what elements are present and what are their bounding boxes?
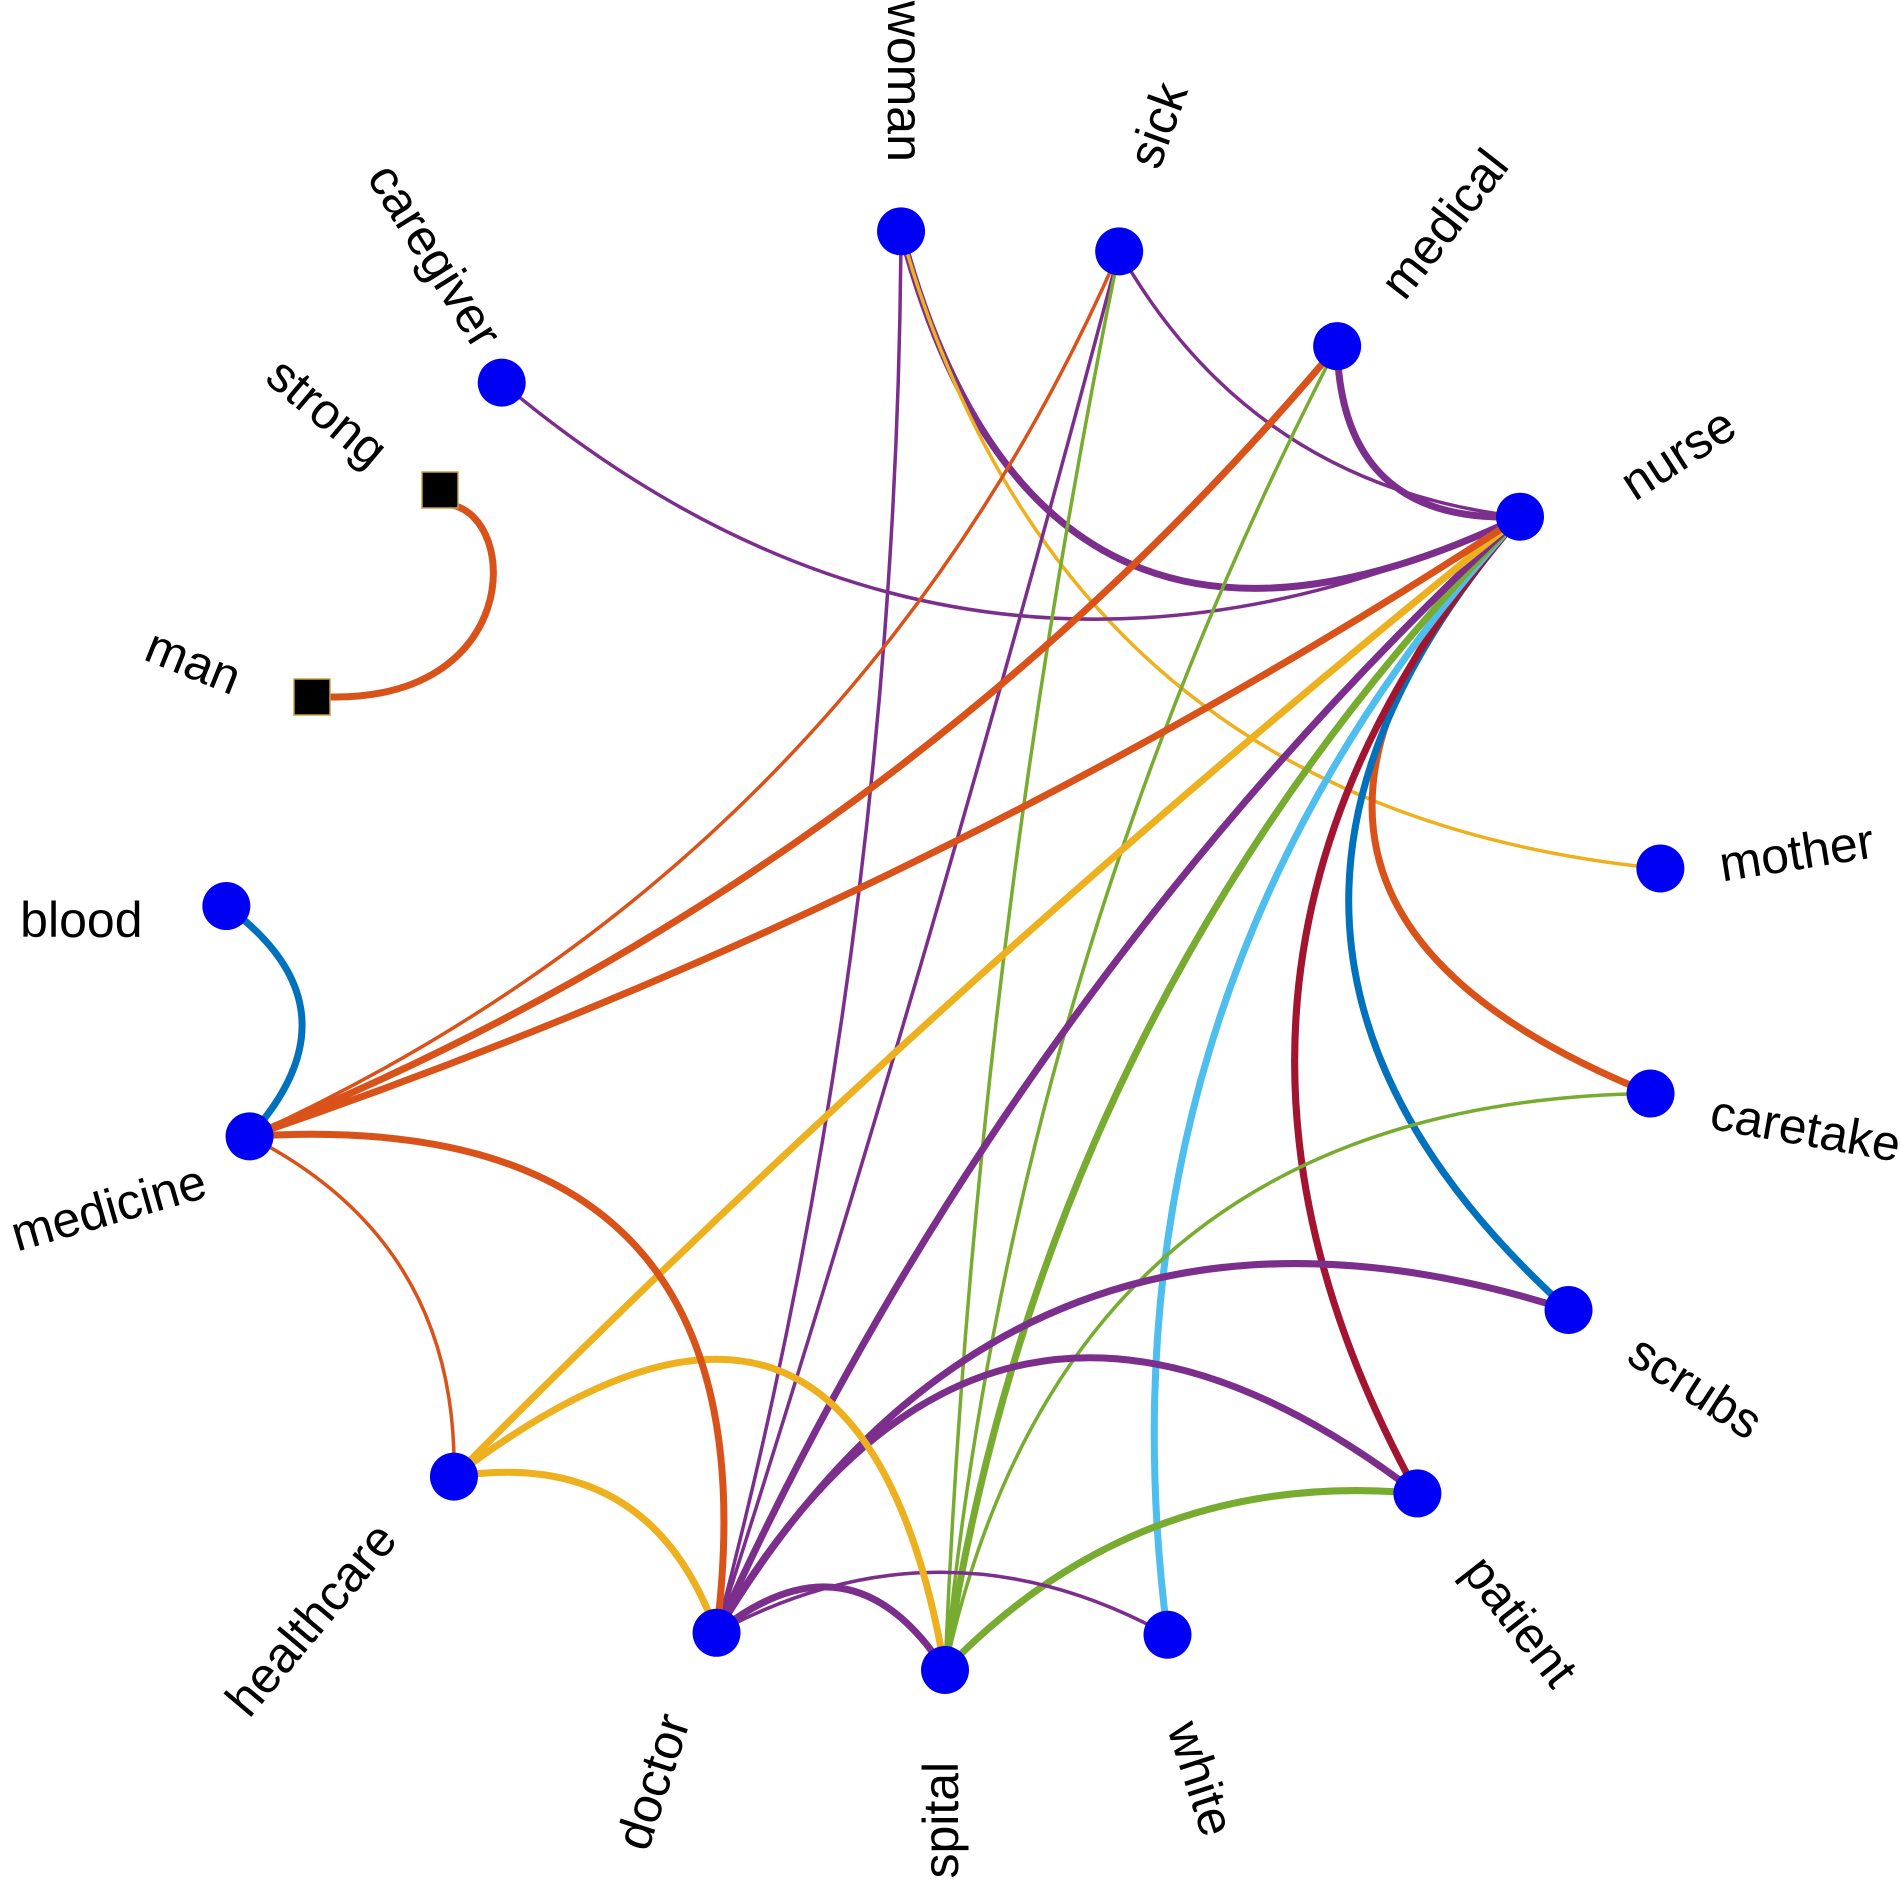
edge-nurse-hospital	[941, 513, 1524, 1674]
edge-nurse-doctor	[713, 513, 1524, 1637]
edge-doctor-healthcare	[450, 1468, 720, 1637]
edge-nurse-patient	[1291, 513, 1524, 1497]
edge-white-doctor	[714, 1570, 1170, 1637]
node-mother	[1636, 844, 1685, 893]
label-nurse: nurse	[1610, 396, 1745, 511]
node-blood	[202, 882, 251, 931]
node-medicine	[225, 1112, 274, 1161]
node-hospital	[921, 1646, 969, 1694]
edge-man-strong	[326, 501, 497, 701]
node-medical	[1313, 322, 1362, 371]
label-white: white	[1156, 1713, 1246, 1842]
edge-sick-medicine	[247, 249, 1121, 1139]
edge-sick-doctor	[714, 249, 1121, 1635]
edge-medical-medicine	[246, 342, 1341, 1140]
node-sick	[1095, 227, 1144, 276]
edge-nurse-medicine	[246, 513, 1524, 1140]
node-doctor	[692, 1608, 741, 1657]
edge-medical-hospital	[943, 344, 1339, 1672]
label-scrubs: scrubs	[1619, 1323, 1773, 1450]
label-patient: patient	[1452, 1545, 1589, 1698]
edge-sick-nurse	[1117, 249, 1522, 519]
edge-nurse-white	[1150, 513, 1524, 1639]
label-medicine: medicine	[5, 1153, 213, 1262]
node-healthcare	[429, 1452, 478, 1501]
label-medical: medical	[1369, 139, 1519, 309]
node-strong	[421, 471, 459, 509]
edge-caretaker-hospital	[943, 1091, 1653, 1672]
edge-doctor-medicine	[246, 1130, 728, 1637]
node-nurse	[1496, 492, 1545, 541]
label-hospital: hospital	[913, 1762, 969, 1880]
label-mother: mother	[1715, 813, 1877, 893]
edge-woman-mother	[899, 229, 1663, 871]
label-healthcare: healthcare	[215, 1512, 408, 1727]
edge-woman-doctor	[714, 229, 903, 1635]
edge-healthcare-medicine	[247, 1134, 456, 1479]
label-woman: woman	[877, 0, 933, 162]
edges-layer	[222, 227, 1663, 1674]
edge-caregiver-nurse	[499, 380, 1522, 621]
label-man: man	[138, 617, 249, 705]
label-doctor: doctor	[605, 1707, 701, 1856]
edge-hospital-doctor	[713, 1583, 949, 1674]
label-blood: blood	[20, 892, 142, 948]
edge-nurse-healthcare	[450, 513, 1524, 1481]
node-patient	[1393, 1469, 1442, 1518]
edge-scrubs-doctor	[713, 1260, 1572, 1637]
nodes-layer	[202, 207, 1685, 1694]
label-caretaker: caretaker	[1706, 1084, 1900, 1175]
label-sick: sick	[1117, 74, 1199, 175]
node-scrubs	[1544, 1286, 1593, 1334]
node-white	[1143, 1610, 1192, 1659]
node-caretaker	[1626, 1069, 1675, 1118]
edge-patient-doctor	[713, 1354, 1421, 1637]
label-caregiver: caregiver	[357, 154, 513, 358]
node-man	[293, 678, 331, 716]
edge-medical-nurse	[1333, 342, 1524, 521]
edge-patient-hospital	[941, 1487, 1421, 1674]
edge-medicine-blood	[222, 902, 306, 1140]
edge-nurse-scrubs	[1345, 513, 1572, 1314]
node-woman	[877, 207, 926, 256]
node-caregiver	[477, 358, 526, 407]
label-strong: strong	[256, 346, 398, 478]
edge-hospital-healthcare	[450, 1355, 949, 1674]
